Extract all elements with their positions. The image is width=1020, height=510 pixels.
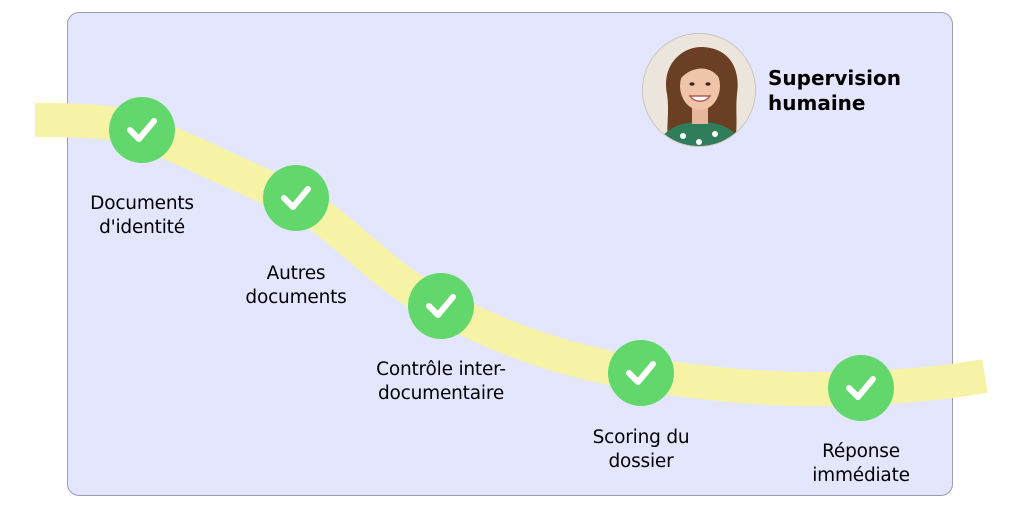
supervision-title: Supervision humaine: [768, 66, 901, 116]
step-label-line1: Autres: [266, 263, 326, 284]
supervision-title-line2: humaine: [768, 91, 866, 115]
step-label-line2: immédiate: [812, 465, 910, 486]
checkmark-icon: [846, 376, 876, 400]
step-reponse-immediate-label: Réponse immédiate: [766, 440, 956, 488]
step-scoring-dossier-check: [608, 340, 674, 406]
step-autres-documents-label: Autres documents: [201, 262, 391, 310]
step-label-line2: dossier: [608, 451, 674, 472]
step-scoring-dossier-label: Scoring du dossier: [546, 426, 736, 474]
step-label-line1: Documents: [90, 193, 194, 214]
supervisor-avatar: [642, 33, 756, 147]
step-label-line1: Scoring du: [592, 427, 690, 448]
step-label-line1: Réponse: [822, 441, 900, 462]
step-reponse-immediate-check: [828, 355, 894, 421]
step-autres-documents-check: [263, 165, 329, 231]
checkmark-icon: [626, 361, 656, 385]
diagram-panel: [67, 12, 953, 496]
step-documents-identite-label: Documents d'identité: [47, 192, 237, 240]
checkmark-icon: [127, 118, 157, 142]
road-path: [34, 103, 988, 407]
step-label-line2: documentaire: [378, 383, 504, 404]
step-label-line1: Contrôle inter-: [376, 359, 506, 380]
step-controle-inter-documentaire-check: [408, 273, 474, 339]
checkmark-icon: [426, 294, 456, 318]
step-label-line2: d'identité: [99, 217, 185, 238]
step-documents-identite-check: [109, 97, 175, 163]
person-photo-icon: [643, 34, 755, 146]
step-controle-inter-documentaire-label: Contrôle inter- documentaire: [346, 358, 536, 406]
step-label-line2: documents: [245, 287, 347, 308]
supervision-title-line1: Supervision: [768, 66, 902, 90]
checkmark-icon: [281, 186, 311, 210]
